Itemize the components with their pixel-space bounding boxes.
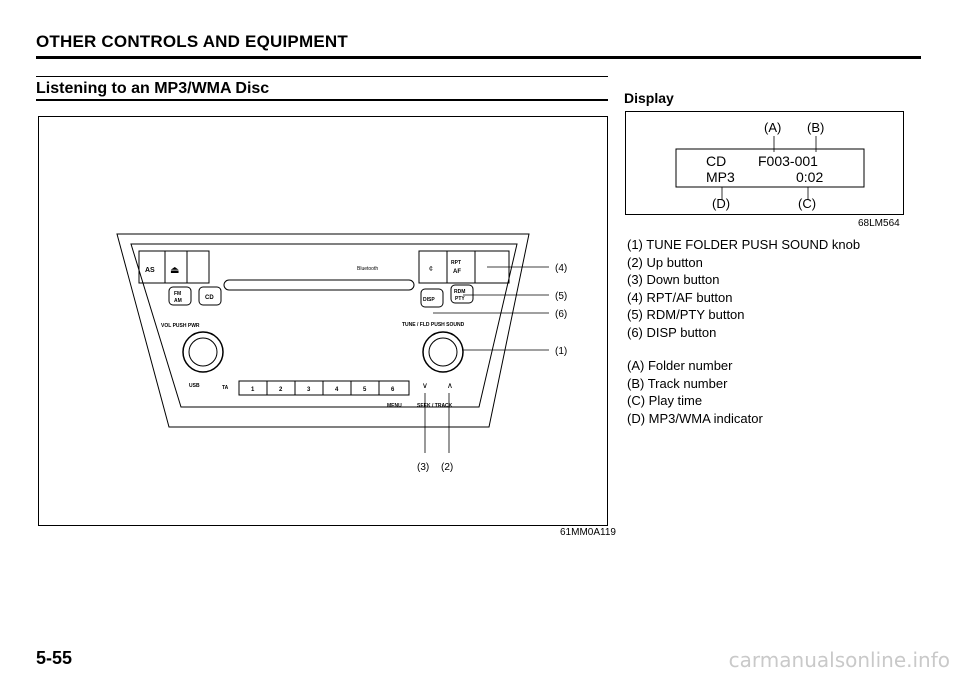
preset-buttons: 1 2 3 4 5 6	[251, 381, 395, 395]
ta-label: TA	[222, 385, 229, 391]
label-b: (B)	[807, 120, 824, 135]
callout-2: (2)	[441, 462, 453, 473]
am-label: AM	[174, 298, 182, 304]
as-label: AS	[145, 267, 155, 274]
vol-label: VOL PUSH PWR	[161, 323, 200, 329]
down-label: ∨	[422, 381, 428, 390]
label-d: (D)	[712, 196, 730, 211]
preset-3: 3	[307, 387, 311, 393]
callout-1: (1)	[555, 346, 567, 357]
display-legend: (A) Folder number (B) Track number (C) P…	[627, 357, 763, 427]
seek-label: SEEK / TRACK	[417, 403, 453, 409]
page-number: 5-55	[36, 648, 73, 668]
callout-3: (3)	[417, 462, 429, 473]
legend-item: (2) Up button	[627, 254, 703, 270]
callout-5: (5)	[555, 291, 567, 302]
disp-label: DISP	[423, 297, 435, 303]
legend-item: (4) RPT/AF button	[627, 289, 733, 305]
tune-label: TUNE / FLD PUSH SOUND	[402, 322, 465, 328]
legend-item: (5) RDM/PTY button	[627, 307, 745, 322]
display-figure-code: 68LM564	[858, 218, 900, 229]
preset-1: 1	[251, 387, 255, 393]
legend-item: (1) TUNE FOLDER PUSH SOUND knob	[627, 237, 861, 252]
label-a: (A)	[764, 120, 781, 135]
radio-panel-figure: AS ⏏ Bluetooth ¢ RPT AF FM AM CD DISP RD…	[38, 116, 608, 526]
legend-item: (D) MP3/WMA indicator	[627, 410, 763, 426]
menu-label: MENU	[387, 403, 402, 409]
figure-code: 61MM0A119	[560, 527, 616, 538]
lcd-play-time: 0:02	[796, 169, 823, 185]
lcd-display-illustration: (A) (B) CD F003-001 MP3 0:02 (D) (C)	[675, 120, 865, 211]
lcd-source: CD	[706, 153, 726, 169]
section-rule-top	[36, 76, 608, 77]
legend-item: (C) Play time	[627, 393, 703, 408]
preset-6: 6	[391, 387, 395, 393]
bluetooth-label: Bluetooth	[357, 266, 378, 272]
legend-item: (3) Down button	[627, 272, 720, 287]
radio-panel-illustration: AS ⏏ Bluetooth ¢ RPT AF FM AM CD DISP RD…	[116, 233, 567, 473]
usb-label: USB	[189, 383, 200, 389]
rpt-label: RPT	[451, 260, 461, 266]
chapter-rule	[36, 56, 921, 59]
display-title: Display	[624, 90, 674, 106]
controls-legend: (1) TUNE FOLDER PUSH SOUND knob (2) Up b…	[627, 236, 860, 341]
fm-label: FM	[174, 291, 181, 297]
legend-item: (B) Track number	[627, 375, 728, 391]
cd-label: CD	[205, 295, 214, 301]
eject-label: ⏏	[170, 265, 179, 276]
legend-item: (6) DISP button	[627, 324, 717, 340]
section-title: Listening to an MP3/WMA Disc	[36, 80, 270, 97]
preset-5: 5	[363, 387, 367, 393]
chapter-title: OTHER CONTROLS AND EQUIPMENT	[36, 32, 348, 51]
legend-item: (A) Folder number	[627, 358, 733, 373]
rdm-label: RDM	[454, 289, 465, 295]
pty-label: PTY	[455, 296, 465, 302]
callout-6: (6)	[555, 309, 567, 320]
lcd-format: MP3	[706, 169, 735, 185]
mic-label: ¢	[429, 266, 433, 273]
watermark: carmanualsonline.info	[728, 648, 950, 672]
up-label: ∧	[447, 381, 453, 390]
lcd-folder-track: F003-001	[758, 153, 818, 169]
label-c: (C)	[798, 196, 816, 211]
af-label: AF	[453, 269, 461, 275]
section-rule-bottom	[36, 99, 608, 101]
preset-4: 4	[335, 387, 339, 393]
display-figure: (A) (B) CD F003-001 MP3 0:02 (D) (C)	[625, 111, 904, 215]
preset-2: 2	[279, 387, 283, 393]
callout-4: (4)	[555, 263, 567, 274]
